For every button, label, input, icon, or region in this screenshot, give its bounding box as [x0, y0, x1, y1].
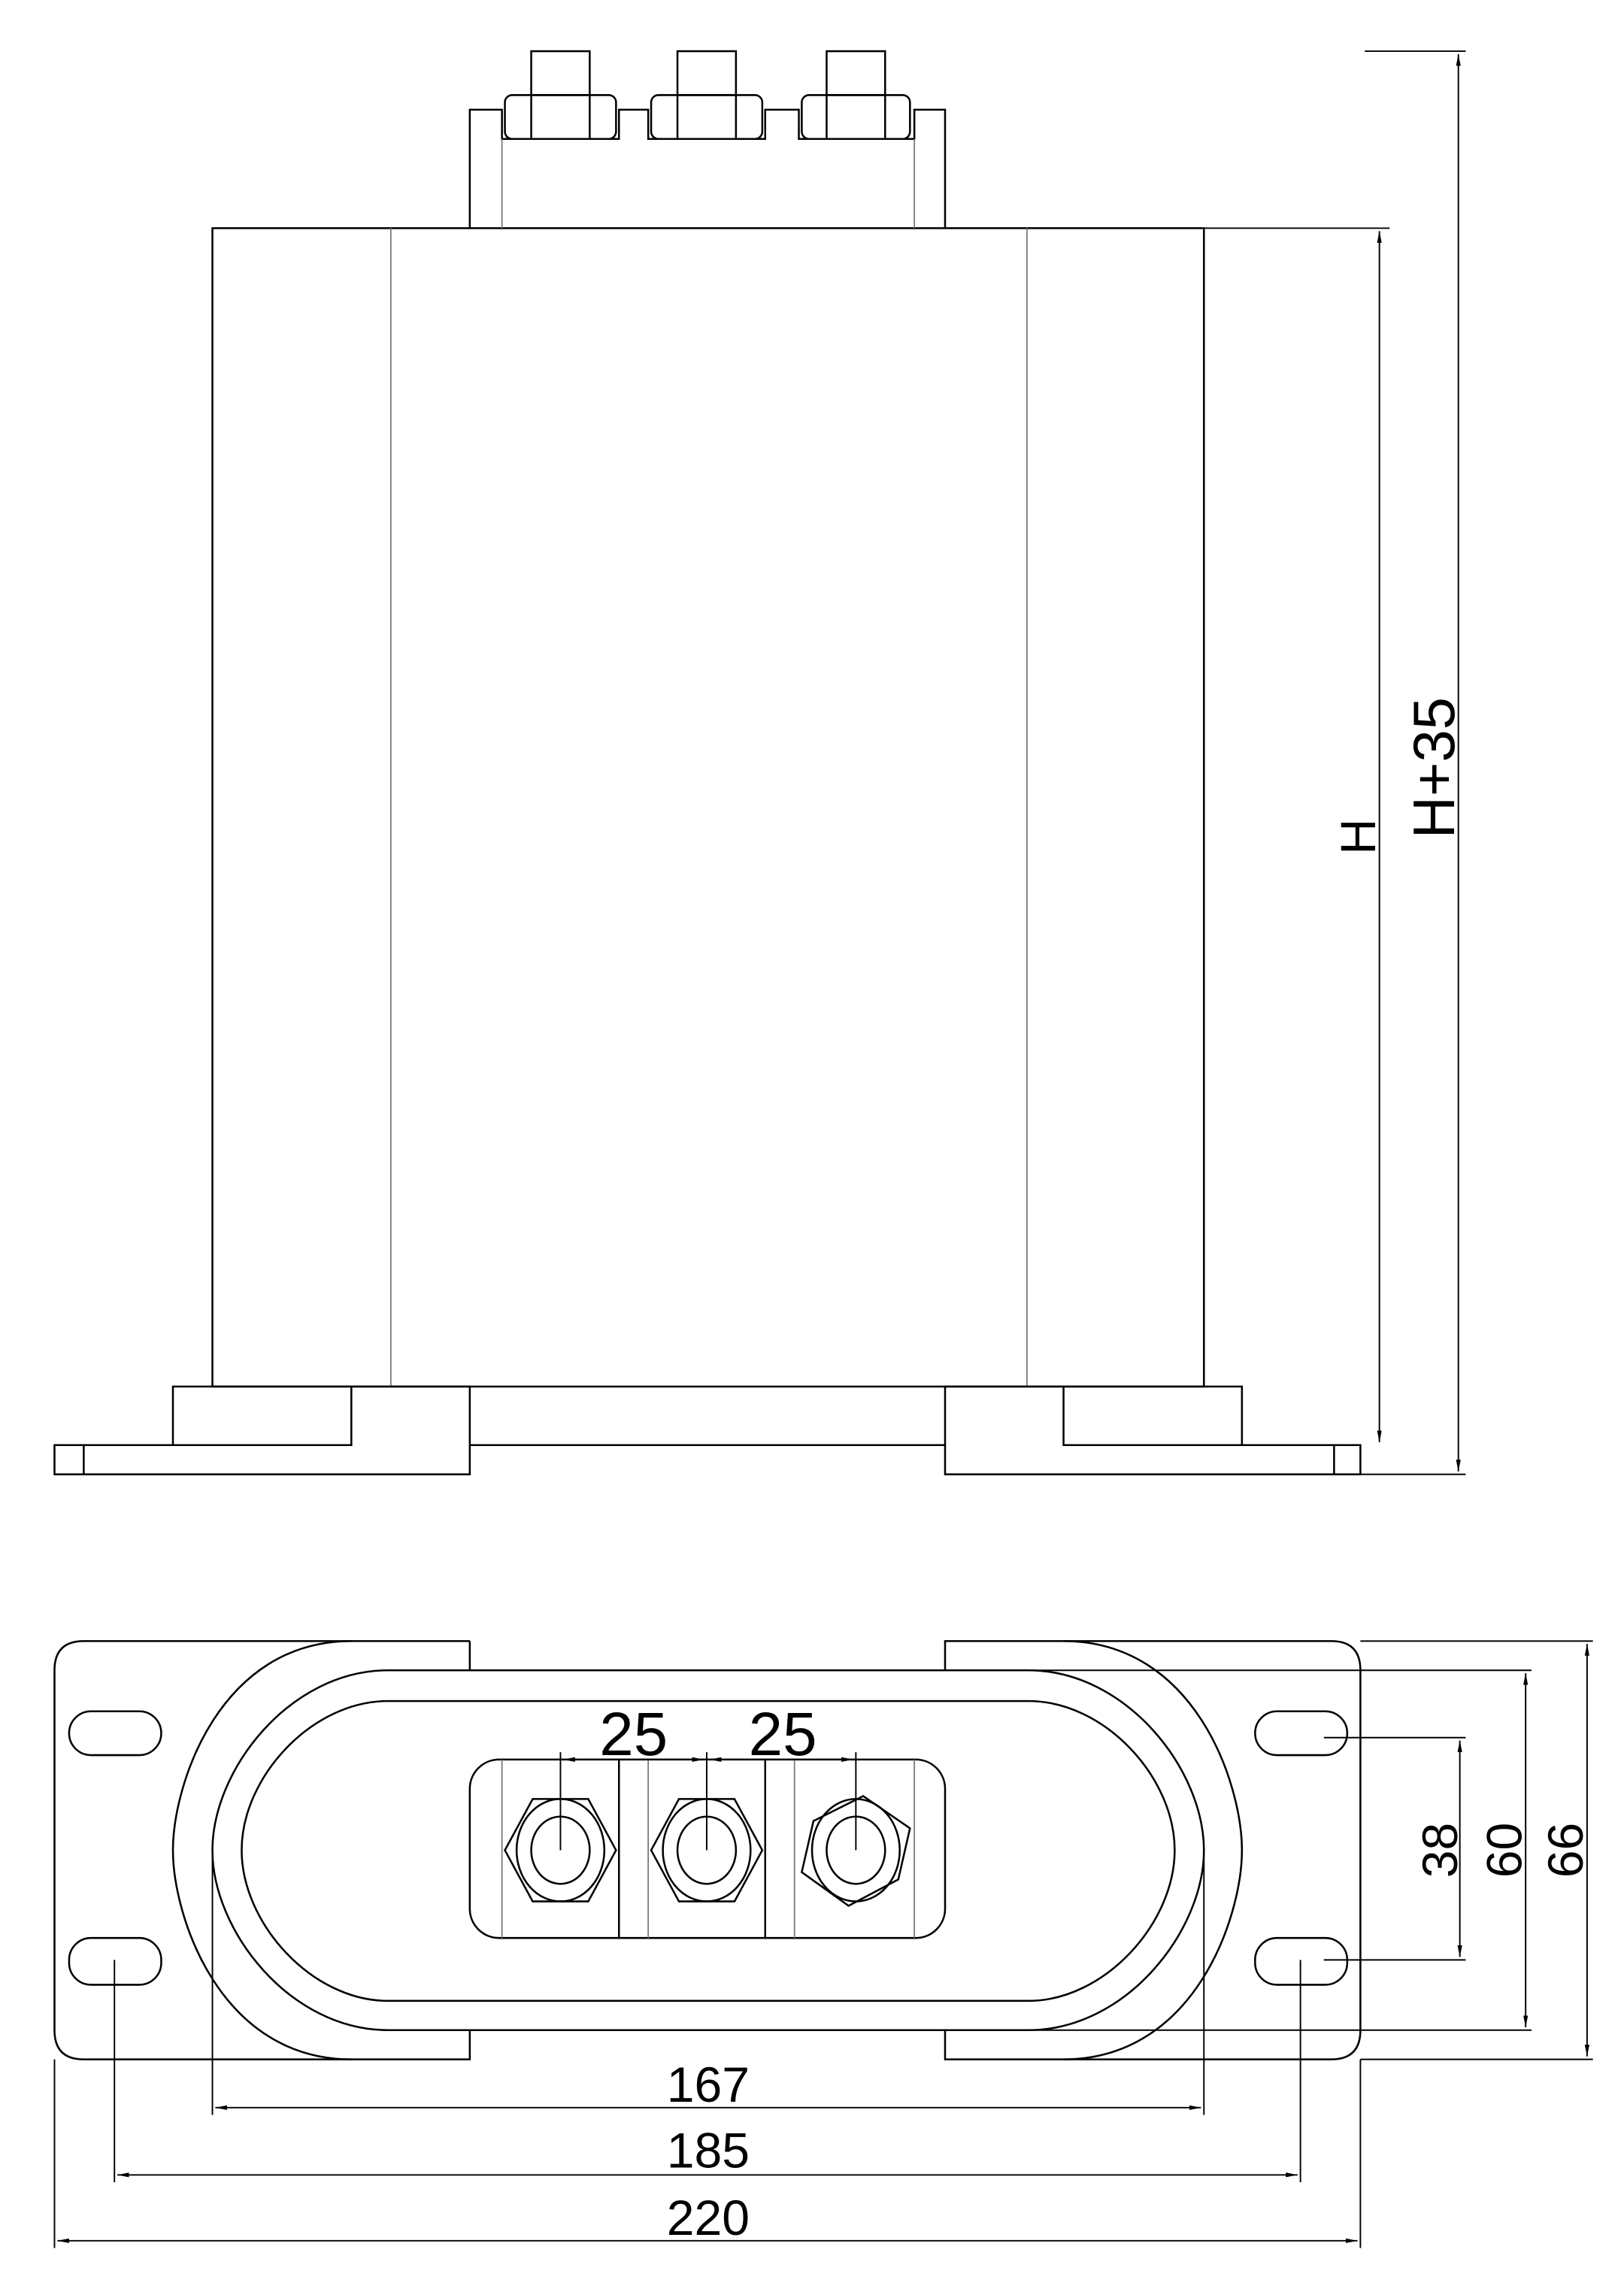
dimension-h-label: H	[1331, 819, 1386, 855]
dimension-38-label: 38	[1413, 1823, 1468, 1878]
dimension-185: 185	[114, 1960, 1301, 2183]
dimension-pitch-1-label: 25	[599, 1700, 668, 1769]
dimension-h-plus-35: H+35	[1360, 50, 1467, 1475]
dimension-60-label: 60	[1477, 1823, 1532, 1878]
outer-flange	[171, 1640, 1244, 2060]
dimension-pitch-2-label: 25	[749, 1700, 817, 1769]
terminal-nut-1	[504, 50, 617, 141]
mounting-slot-top-left	[68, 1710, 162, 1757]
mounting-foot-right	[944, 1385, 1362, 1475]
terminal-bracket	[468, 108, 947, 229]
case-inner-outline	[241, 1699, 1176, 2002]
mounting-foot-left	[53, 1385, 471, 1475]
case-outline	[211, 1669, 1205, 2031]
dimension-167: 167	[211, 1850, 1205, 2115]
dimension-terminal-pitch: 25 25	[559, 1700, 857, 1851]
dimension-h: H	[1204, 227, 1390, 1442]
terminal-nut-2	[650, 50, 764, 141]
dimension-66-label: 66	[1538, 1823, 1594, 1878]
side-view: H H+35	[53, 50, 1467, 1475]
dimension-185-label: 185	[667, 2124, 750, 2179]
terminal-nut-3	[801, 50, 911, 141]
capacitor-body	[211, 227, 1205, 1388]
dimension-h-plus-35-label: H+35	[1402, 697, 1467, 838]
mounting-slot-top-right	[1254, 1710, 1349, 1757]
dimension-60: 60	[1031, 1669, 1532, 2031]
dimension-66: 66	[1360, 1640, 1594, 2060]
top-view: 25 25 38 60 66 167	[53, 1640, 1594, 2248]
base-plate	[53, 1640, 1362, 2060]
dimension-167-label: 167	[667, 2057, 750, 2113]
dimension-38: 38	[1323, 1736, 1468, 1961]
terminal-dividers	[501, 1759, 916, 1939]
dimension-220: 220	[53, 2059, 1362, 2248]
dimension-220-label: 220	[667, 2190, 750, 2246]
